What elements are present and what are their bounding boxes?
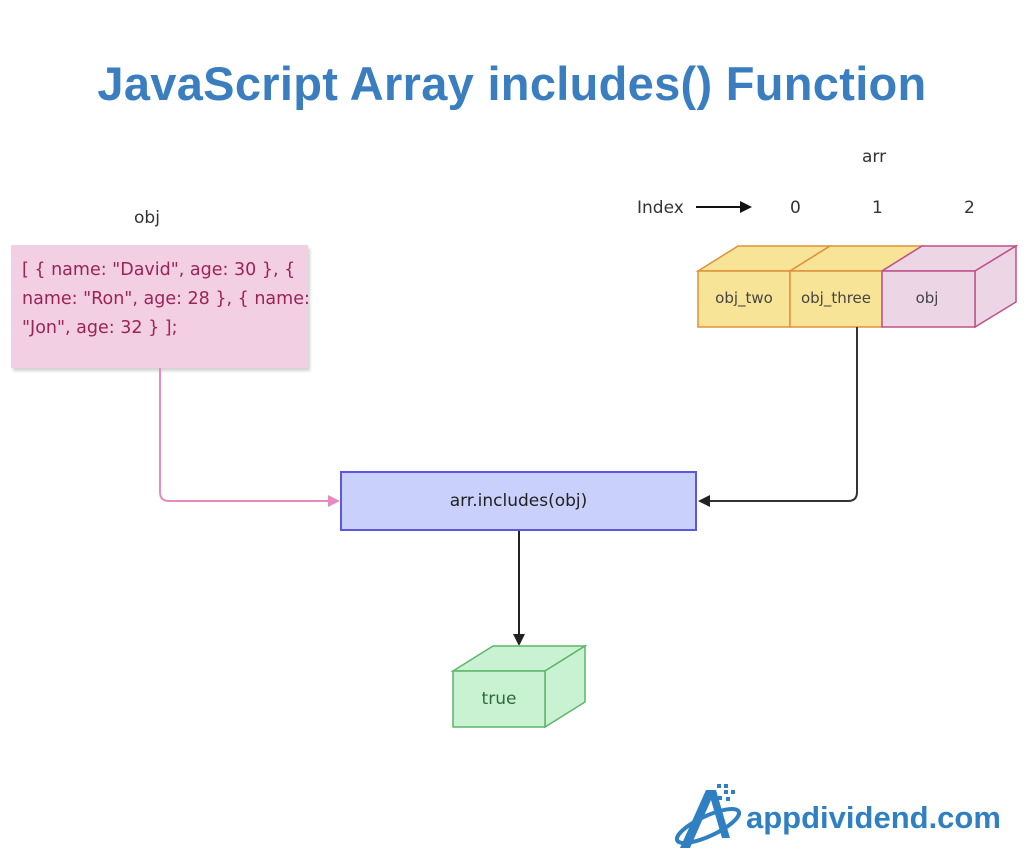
- cell-2-front: [881, 270, 976, 328]
- cell-0-label: obj_two: [715, 289, 773, 307]
- obj-box: [11, 245, 308, 368]
- index-0: 0: [790, 198, 801, 218]
- arr-label: arr: [862, 147, 887, 167]
- obj-value: [ { name: "David", age: 30 }, { name: "R…: [22, 260, 310, 338]
- function-call-label: arr.includes(obj): [449, 491, 588, 511]
- index-2: 2: [964, 198, 975, 218]
- obj-arrowhead: [328, 495, 340, 507]
- page-title: JavaScript Array includes() Function: [97, 57, 927, 110]
- cell-1-label: obj_three: [800, 289, 872, 307]
- index-label: Index: [637, 198, 684, 218]
- index-arrow: [696, 201, 752, 213]
- arr-arrowhead: [698, 495, 710, 507]
- result-label: true: [481, 689, 517, 709]
- function-call-box: arr.includes(obj): [340, 471, 697, 531]
- obj-label: obj: [134, 208, 160, 228]
- cell-2-label: obj: [915, 289, 939, 307]
- arr-to-function-connector: [708, 327, 858, 502]
- appdividend-logo-icon: [674, 784, 742, 848]
- result-front: [452, 670, 546, 728]
- result-arrowhead: [513, 634, 525, 646]
- cell-0-front: [697, 270, 791, 328]
- brand-name: appdividend.com: [746, 800, 1001, 835]
- index-1: 1: [872, 198, 883, 218]
- obj-to-function-connector: [159, 368, 330, 502]
